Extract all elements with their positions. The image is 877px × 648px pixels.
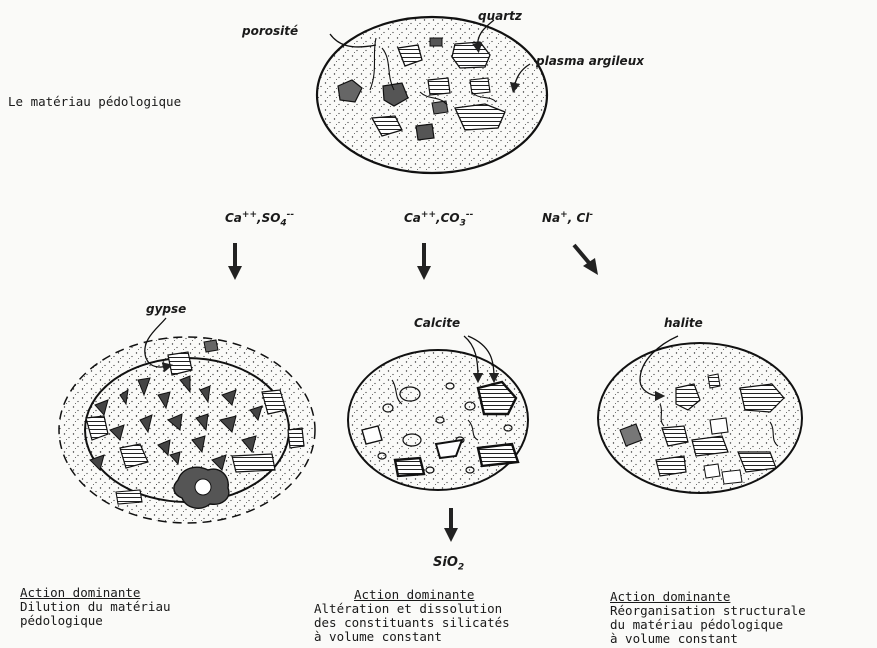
quartz-grain [416, 124, 434, 140]
quartz-grain [710, 418, 728, 434]
caption-middle-line3: à volume constant [314, 630, 510, 644]
ion-label-right-a: Na [542, 211, 560, 225]
ion-label-left-a-sup: ++ [242, 210, 257, 220]
caption-middle-line2: des constituants silicatés [314, 616, 510, 630]
label-plasma: plasma argileux [536, 54, 644, 68]
label-sio2-sub: 2 [458, 563, 464, 573]
ion-label-left-a: Ca [225, 211, 242, 225]
quartz-grain [288, 428, 304, 448]
label-materiau: Le matériau pédologique [8, 94, 181, 109]
quartz-grain [708, 374, 720, 388]
quartz-grain [430, 38, 442, 46]
ion-label-right: Na+, Cl- [542, 210, 593, 225]
quartz-grain [116, 490, 142, 504]
label-sio2: SiO2 [433, 555, 464, 573]
quartz-grain [722, 470, 742, 484]
ion-label-right-a-sup: + [560, 210, 568, 220]
caption-left-line1: Dilution du matériau [20, 600, 171, 614]
calcite-circle [348, 336, 528, 490]
quartz-grain [362, 426, 382, 444]
label-calcite: Calcite [414, 316, 460, 330]
caption-right-line1: Réorganisation structurale [610, 604, 806, 618]
caption-middle: Action dominante Altération et dissoluti… [314, 588, 510, 644]
quartz-grain [692, 436, 728, 456]
quartz-grain [395, 458, 424, 476]
ion-label-middle-b-sup: -- [466, 210, 473, 220]
label-gypse: gypse [146, 302, 186, 316]
arrow-down-right [574, 245, 590, 264]
ion-label-middle-b: CO [441, 211, 460, 225]
caption-middle-line1: Altération et dissolution [314, 602, 510, 616]
ion-label-right-b-sup: - [589, 210, 593, 220]
ion-label-middle: Ca++,CO3-- [404, 210, 473, 228]
ion-label-middle-a: Ca [404, 211, 421, 225]
quartz-grain [470, 78, 490, 94]
halite-circle [598, 336, 802, 493]
ion-label-left: Ca++,SO4-- [225, 210, 294, 228]
quartz-grain [704, 464, 720, 478]
caption-left-line2: pédologique [20, 614, 171, 628]
ion-label-left-b-sup: -- [287, 210, 294, 220]
label-halite: halite [664, 316, 703, 330]
quartz-grain [478, 444, 518, 466]
quartz-grain [232, 454, 275, 472]
ion-label-middle-a-sup: ++ [421, 210, 436, 220]
quartz-grain [656, 456, 686, 476]
ion-label-left-b: SO [262, 211, 281, 225]
soil-material-circle [317, 17, 547, 173]
label-sio2-text: SiO [433, 555, 458, 570]
gypsum-circle [59, 318, 315, 523]
quartz-grain [204, 340, 218, 352]
caption-middle-heading: Action dominante [314, 588, 510, 602]
caption-right-line3: à volume constant [610, 632, 806, 646]
label-porosite: porosité [242, 24, 298, 38]
caption-left-heading: Action dominante [20, 586, 171, 600]
caption-left: Action dominante Dilution du matériau pé… [20, 586, 171, 628]
caption-right: Action dominante Réorganisation structur… [610, 590, 806, 646]
caption-right-line2: du matériau pédologique [610, 618, 806, 632]
label-quartz: quartz [478, 9, 522, 23]
caption-right-heading: Action dominante [610, 590, 806, 604]
ion-label-right-b: Cl [576, 211, 589, 225]
quartz-grain [428, 78, 450, 95]
